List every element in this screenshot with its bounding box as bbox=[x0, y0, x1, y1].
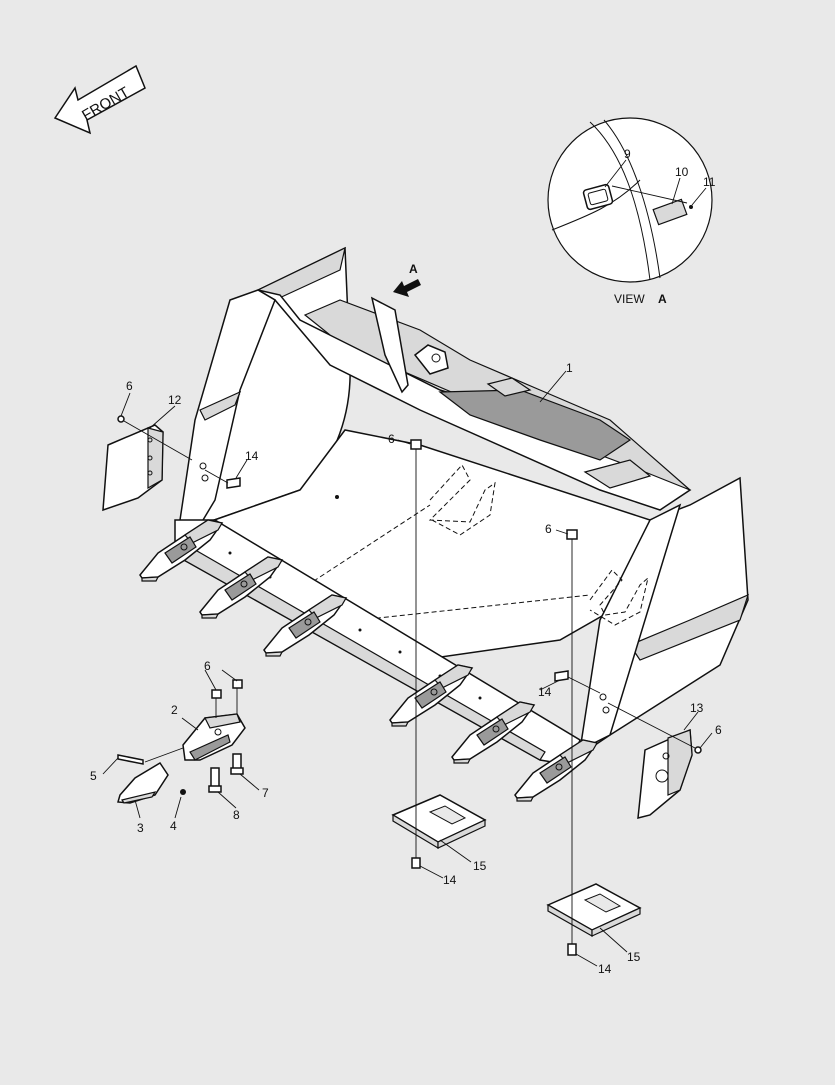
callout-6a: 6 bbox=[126, 379, 133, 393]
callout-10: 10 bbox=[675, 165, 689, 179]
callout-14c: 14 bbox=[443, 873, 457, 887]
callout-9: 9 bbox=[624, 147, 631, 161]
tooth-adapter-3 bbox=[263, 594, 348, 657]
callout-5: 5 bbox=[90, 769, 97, 783]
wear-plate-15-a bbox=[391, 439, 487, 869]
view-a-arrow: A bbox=[393, 262, 421, 297]
exploded-tooth-assembly bbox=[117, 679, 246, 804]
view-prefix: VIEW bbox=[614, 292, 645, 306]
callout-12: 12 bbox=[168, 393, 182, 407]
callout-14b: 14 bbox=[538, 685, 552, 699]
callout-2: 2 bbox=[171, 703, 178, 717]
teeth-row bbox=[139, 519, 599, 802]
tooth-adapter-6 bbox=[514, 739, 599, 802]
front-arrow: FRONT bbox=[53, 64, 146, 135]
callout-3: 3 bbox=[137, 821, 144, 835]
callout-6c: 6 bbox=[545, 522, 552, 536]
callout-6e: 6 bbox=[715, 723, 722, 737]
tooth-adapter-5 bbox=[451, 701, 536, 764]
callout-7: 7 bbox=[262, 786, 269, 800]
callout-14a: 14 bbox=[245, 449, 259, 463]
callout-15a: 15 bbox=[473, 859, 487, 873]
detail-view-a: VIEW A bbox=[547, 117, 713, 306]
callout-4: 4 bbox=[170, 819, 177, 833]
callout-labels: 1 2 3 4 5 6 6 6 6 6 7 8 9 10 11 12 13 14… bbox=[90, 147, 722, 976]
callout-13: 13 bbox=[690, 701, 704, 715]
callout-6d: 6 bbox=[204, 659, 211, 673]
callout-14d: 14 bbox=[598, 962, 612, 976]
tooth-adapter-2 bbox=[199, 556, 284, 619]
callout-15b: 15 bbox=[627, 950, 641, 964]
callout-6b: 6 bbox=[388, 432, 395, 446]
side-protector-13 bbox=[554, 670, 702, 819]
callout-8: 8 bbox=[233, 808, 240, 822]
tooth-adapter-4 bbox=[389, 664, 474, 727]
wear-plate-15-b bbox=[546, 529, 642, 956]
bucket-body bbox=[179, 246, 749, 752]
view-arrow-label: A bbox=[409, 262, 418, 276]
callout-11: 11 bbox=[703, 175, 716, 189]
callout-1: 1 bbox=[566, 361, 573, 375]
view-letter: A bbox=[658, 292, 667, 306]
callout-leaders bbox=[102, 370, 713, 967]
tooth-adapter-1 bbox=[139, 519, 224, 582]
side-protector-12 bbox=[102, 415, 241, 512]
